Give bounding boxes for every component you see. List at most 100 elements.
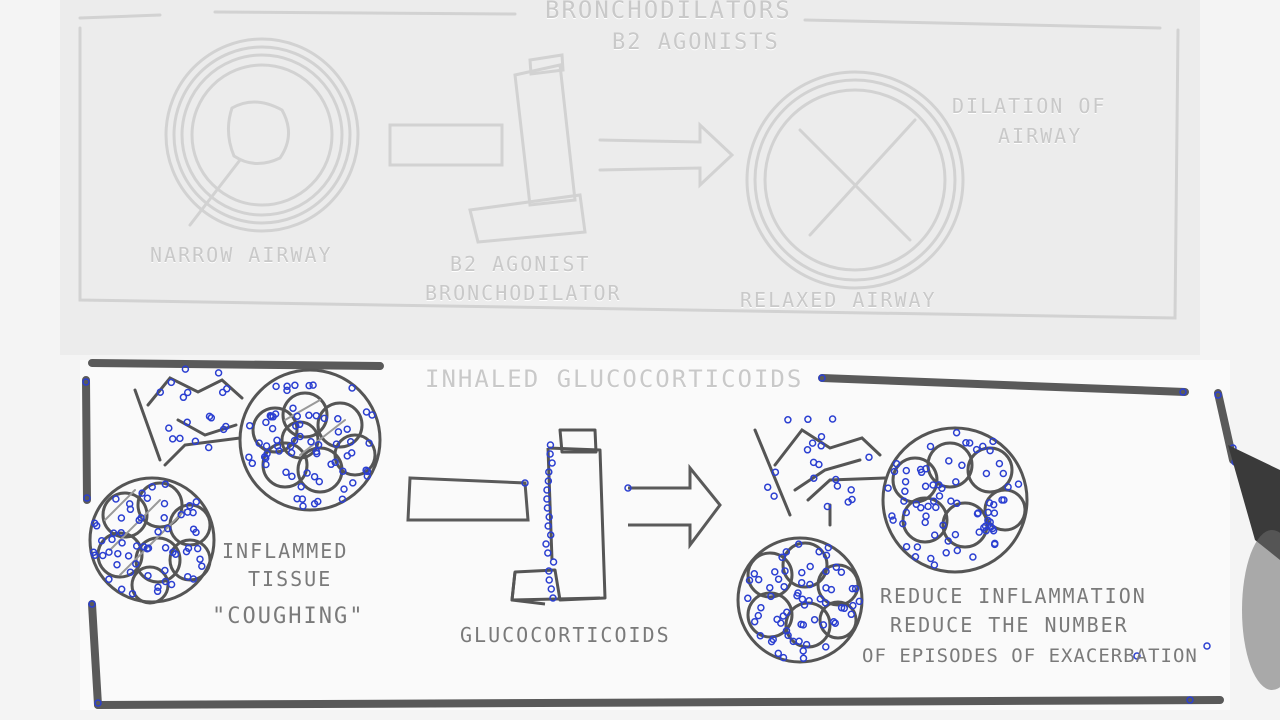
result-label-line1: REDUCE INFLAMMATION [880, 586, 1147, 606]
tracking-dot [335, 416, 341, 422]
tracking-dot [923, 483, 929, 489]
tracking-dot [959, 462, 965, 468]
tracking-dot [946, 458, 952, 464]
tracking-dot [800, 648, 806, 654]
tracking-dot [292, 382, 298, 388]
tracking-dot [848, 487, 854, 493]
tracking-dot [954, 430, 960, 436]
tracking-dot [996, 461, 1002, 467]
inflamed-label-line1: INFLAMMED [222, 541, 348, 561]
tracking-dot [758, 605, 764, 611]
tracking-dot [799, 570, 805, 576]
tracking-dot [811, 459, 817, 465]
tracking-dot [937, 493, 943, 499]
inhaler-label: GLUCOCORTICOIDS [460, 625, 671, 645]
result-label-line3: OF EPISODES OF EXACERBATION [862, 647, 1198, 666]
agonist-label-line2: BRONCHODILATOR [425, 283, 622, 303]
tracking-dot [126, 553, 132, 559]
tracking-dot [751, 571, 757, 577]
tracking-dot [848, 611, 854, 617]
tracking-dot [755, 613, 761, 619]
tracking-dot [344, 453, 350, 459]
tracking-dot [830, 416, 836, 422]
tracking-dot [805, 416, 811, 422]
tracking-dot [308, 439, 314, 445]
tracking-dot [273, 383, 279, 389]
tracking-dot [170, 436, 176, 442]
tracking-dot [180, 394, 186, 400]
tracking-dot [928, 556, 934, 562]
tracking-dot [775, 650, 781, 656]
tracking-dot [928, 444, 934, 450]
tracking-dot [1000, 471, 1006, 477]
tracking-dot [545, 550, 551, 556]
tracking-dot [885, 485, 891, 491]
tracking-dot [224, 386, 230, 392]
tracking-dot [206, 445, 212, 451]
tracking-dot [115, 551, 121, 557]
tracking-dot [106, 576, 112, 582]
faded-inhaler-drawing [470, 55, 585, 242]
tracking-dot [781, 584, 787, 590]
tracking-dot [344, 426, 350, 432]
tracking-dot [193, 499, 199, 505]
tracking-dot [918, 505, 924, 511]
tracking-dot [776, 576, 782, 582]
agonist-label-line1: B2 AGONIST [450, 254, 590, 274]
tracking-dot [745, 595, 751, 601]
tracking-dot [270, 426, 276, 432]
tracking-dot [169, 582, 175, 588]
faded-arrow [600, 125, 732, 185]
tracking-dot [903, 479, 909, 485]
dilation-label-line1: DILATION OF [952, 96, 1106, 116]
tracking-dot [155, 529, 161, 535]
tracking-dot [785, 417, 791, 423]
tracking-dot [289, 473, 295, 479]
inflamed-label-line2: TISSUE [248, 569, 332, 589]
tracking-dot [298, 484, 304, 490]
transition-arrow [628, 468, 720, 545]
tracking-dot [932, 532, 938, 538]
tracking-dot [551, 559, 557, 565]
top-subtitle: B2 AGONISTS [612, 32, 780, 54]
tracking-dot [925, 503, 931, 509]
tracking-dot [952, 532, 958, 538]
tracking-dot [953, 479, 959, 485]
tracking-dot [114, 562, 120, 568]
tracking-dot [166, 425, 172, 431]
tracking-dot [810, 440, 816, 446]
tracking-dot [834, 483, 840, 489]
tracking-dot [1016, 481, 1022, 487]
tracking-dot [109, 536, 115, 542]
tracking-dot [546, 577, 552, 583]
tracking-dot [144, 495, 150, 501]
tracking-dot [931, 562, 937, 568]
tracking-dot [161, 515, 167, 521]
tracking-dot [948, 498, 954, 504]
inflamed-tissue-drawing [90, 370, 380, 603]
tracking-dot [162, 501, 168, 507]
tracking-dot [316, 479, 322, 485]
tracking-dot [263, 419, 269, 425]
tracking-dot [119, 586, 125, 592]
tracking-dot [216, 370, 222, 376]
tracking-dot [991, 510, 997, 516]
dilation-label-line2: AIRWAY [998, 126, 1082, 146]
tracking-dot [290, 405, 296, 411]
tracking-dot [247, 423, 253, 429]
top-title: BRONCHODILATORS [545, 0, 792, 22]
tracking-dot [903, 468, 909, 474]
tracking-dot [923, 513, 929, 519]
tracking-dot [306, 412, 312, 418]
marker-hand [1228, 445, 1280, 690]
tracking-dot [767, 585, 773, 591]
lower-title: INHALED GLUCOCORTICOIDS [425, 367, 803, 391]
glucocorticoid-inhaler-drawing [512, 430, 605, 604]
tracking-dot [199, 563, 205, 569]
tracking-dot [838, 569, 844, 575]
tracking-dot [350, 480, 356, 486]
tracking-dot [283, 469, 289, 475]
tracking-dot [195, 546, 201, 552]
tracking-dot [145, 573, 151, 579]
tracking-dot [119, 540, 125, 546]
